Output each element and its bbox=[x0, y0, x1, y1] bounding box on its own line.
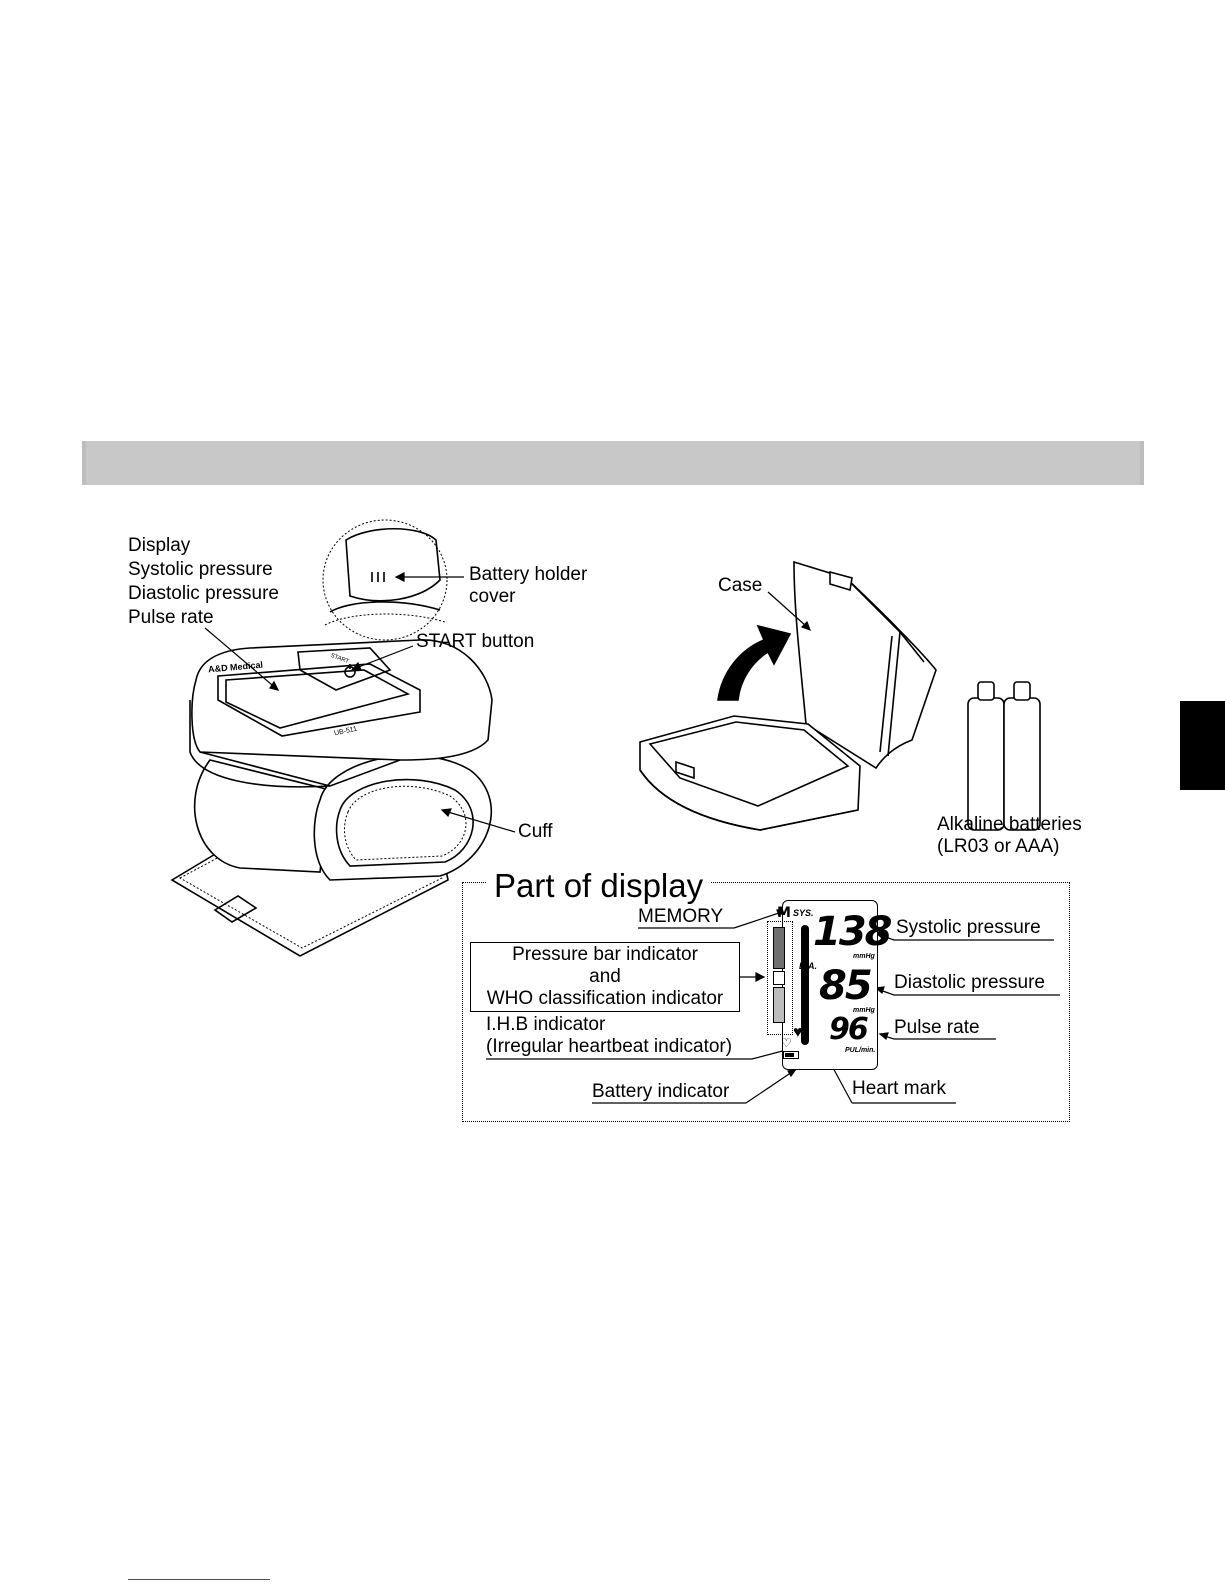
label-start-button: START button bbox=[416, 631, 535, 652]
ihb-icon: ♡ bbox=[781, 1036, 792, 1050]
pulse-value: 96 bbox=[829, 1012, 869, 1047]
section-header-bar bbox=[82, 441, 1144, 485]
pulse-unit: PUL/min. bbox=[845, 1047, 876, 1054]
pressure-bar bbox=[801, 925, 809, 1045]
footer-link-underline bbox=[128, 1579, 270, 1580]
dia-unit: mmHg bbox=[853, 1007, 875, 1014]
battery-icon bbox=[783, 1051, 799, 1059]
sys-label: SYS. bbox=[793, 908, 814, 918]
label-batteries-type: (LR03 or AAA) bbox=[937, 836, 1060, 857]
label-display: Display bbox=[128, 535, 191, 556]
who-bar-mid bbox=[773, 971, 785, 985]
dia-label: DIA. bbox=[799, 961, 817, 971]
sys-unit: mmHg bbox=[853, 953, 875, 960]
label-systolic: Systolic pressure bbox=[896, 917, 1041, 938]
device-leader-lines bbox=[204, 572, 812, 833]
diastolic-value: 85 bbox=[819, 963, 873, 1009]
memory-symbol: M bbox=[777, 905, 791, 921]
label-diastolic: Diastolic pressure bbox=[894, 972, 1045, 993]
label-case: Case bbox=[718, 575, 763, 596]
who-bar-low bbox=[773, 987, 785, 1023]
label-display-systolic: Systolic pressure bbox=[128, 559, 273, 580]
batteries-illustration bbox=[967, 681, 1041, 831]
bar-indicator-line-1: Pressure bar indicator bbox=[512, 944, 698, 965]
systolic-value: 138 bbox=[813, 909, 892, 955]
heart-mark-icon: ♥ bbox=[793, 1024, 803, 1041]
label-cuff: Cuff bbox=[518, 821, 553, 842]
bar-indicator-box: Pressure bar indicator and WHO classific… bbox=[470, 942, 740, 1012]
who-indicator-frame bbox=[767, 921, 793, 1035]
display-diagram-frame bbox=[462, 882, 1070, 1122]
label-ihb: I.H.B indicator bbox=[486, 1014, 606, 1035]
label-battery-holder-cover: cover bbox=[469, 586, 516, 607]
label-ihb-desc: (Irregular heartbeat indicator) bbox=[486, 1036, 733, 1057]
who-bar-high bbox=[773, 927, 785, 969]
label-battery-indicator: Battery indicator bbox=[592, 1081, 730, 1102]
bar-indicator-line-2: and bbox=[589, 966, 621, 987]
label-heart-mark: Heart mark bbox=[852, 1078, 946, 1099]
label-battery-holder: Battery holder bbox=[469, 564, 588, 585]
label-display-pulse: Pulse rate bbox=[128, 607, 214, 628]
carrying-case-illustration bbox=[639, 560, 937, 831]
label-pulse: Pulse rate bbox=[894, 1017, 980, 1038]
label-batteries: Alkaline batteries bbox=[937, 814, 1082, 835]
label-memory: MEMORY bbox=[638, 906, 724, 927]
display-diagram-title: Part of display bbox=[486, 866, 712, 906]
chapter-tab bbox=[1180, 701, 1225, 790]
lcd-panel: M SYS. 138 mmHg DIA. 85 mmHg 96 PUL/min.… bbox=[767, 900, 892, 1070]
label-display-diastolic: Diastolic pressure bbox=[128, 583, 279, 604]
bar-indicator-line-3: WHO classification indicator bbox=[486, 988, 724, 1009]
